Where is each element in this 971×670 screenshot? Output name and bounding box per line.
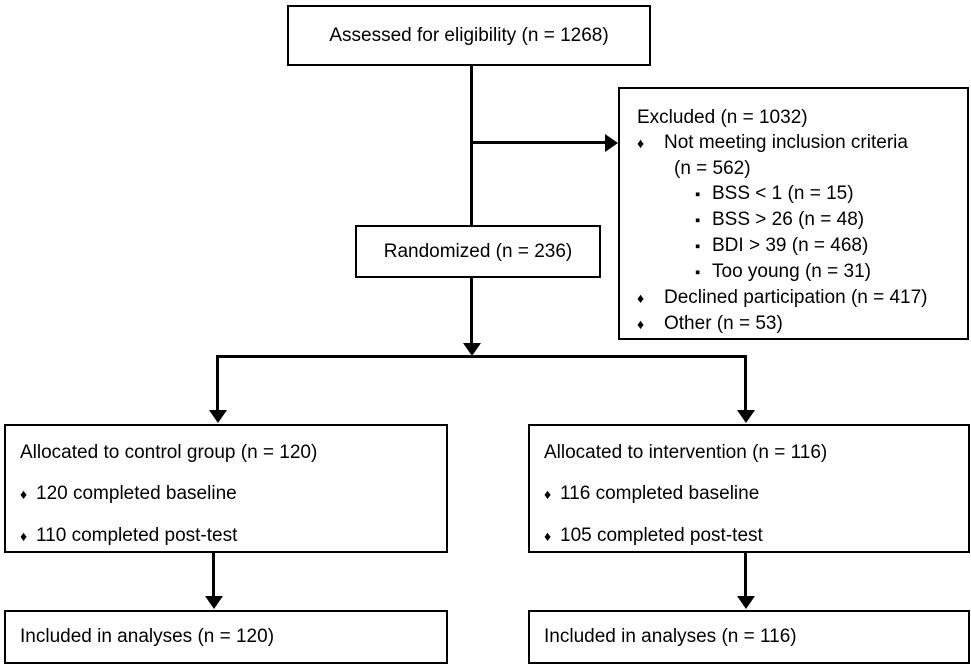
control-bullet: ♦110 completed post-test: [20, 523, 436, 549]
control-bullet: ♦120 completed baseline: [20, 481, 436, 507]
excluded-declined: ♦Declined participation (n = 417): [637, 285, 959, 311]
eligibility-label: Assessed for eligibility (n = 1268): [329, 24, 609, 46]
arrowhead-down-icon: [463, 343, 481, 356]
excluded-reason: ▪Too young (n = 31): [637, 259, 959, 285]
excluded-not-meeting-n: (n = 562): [674, 158, 751, 179]
connector-control-to-analysis: [212, 553, 215, 598]
diamond-bullet-icon: ♦: [637, 135, 645, 151]
control-analysis-label: Included in analyses (n = 120): [20, 626, 275, 647]
arrowhead-right-icon: [605, 134, 618, 152]
intervention-bullet: ♦116 completed baseline: [544, 481, 958, 507]
connector-split-horizontal: [216, 355, 747, 358]
square-bullet-icon: ▪: [695, 264, 701, 281]
excluded-reason: ▪BSS > 26 (n = 48): [637, 207, 959, 233]
connector-intervention-to-analysis: [744, 553, 747, 598]
square-bullet-icon: ▪: [695, 186, 701, 203]
connector-split-to-control: [216, 356, 219, 412]
diamond-bullet-icon: ♦: [637, 290, 645, 306]
arrowhead-down-icon: [205, 596, 223, 609]
connector-randomized-to-split: [470, 278, 473, 344]
excluded-not-meeting: ♦Not meeting inclusion criteria: [637, 130, 959, 156]
excluded-reason: ▪BSS < 1 (n = 15): [637, 181, 959, 207]
arrowhead-down-icon: [737, 410, 755, 423]
excluded-other: ♦Other (n = 53): [637, 311, 959, 337]
diamond-bullet-icon: ♦: [544, 486, 552, 502]
connector-split-to-intervention: [744, 356, 747, 412]
excluded-title: Excluded (n = 1032): [637, 107, 808, 128]
intervention-allocation-box: Allocated to intervention (n = 116) ♦116…: [528, 424, 970, 553]
diamond-bullet-icon: ♦: [637, 316, 645, 332]
intervention-allocation-title: Allocated to intervention (n = 116): [544, 442, 828, 463]
control-analysis-box: Included in analyses (n = 120): [4, 610, 448, 664]
square-bullet-icon: ▪: [695, 238, 701, 255]
randomized-box: Randomized (n = 236): [355, 225, 601, 278]
eligibility-box: Assessed for eligibility (n = 1268): [287, 5, 651, 66]
excluded-reason: ▪BDI > 39 (n = 468): [637, 233, 959, 259]
diamond-bullet-icon: ♦: [20, 486, 28, 502]
intervention-analysis-label: Included in analyses (n = 116): [544, 626, 797, 647]
diamond-bullet-icon: ♦: [544, 528, 552, 544]
square-bullet-icon: ▪: [695, 212, 701, 229]
randomized-label: Randomized (n = 236): [383, 240, 573, 262]
arrowhead-down-icon: [737, 596, 755, 609]
diamond-bullet-icon: ♦: [20, 528, 28, 544]
connector-eligibility-to-randomized: [470, 66, 473, 225]
excluded-box: Excluded (n = 1032) ♦Not meeting inclusi…: [618, 87, 969, 340]
control-allocation-title: Allocated to control group (n = 120): [20, 442, 318, 463]
arrowhead-down-icon: [209, 410, 227, 423]
intervention-bullet: ♦105 completed post-test: [544, 523, 958, 549]
intervention-analysis-box: Included in analyses (n = 116): [528, 610, 970, 664]
connector-to-excluded: [472, 141, 606, 144]
control-allocation-box: Allocated to control group (n = 120) ♦12…: [4, 424, 448, 553]
